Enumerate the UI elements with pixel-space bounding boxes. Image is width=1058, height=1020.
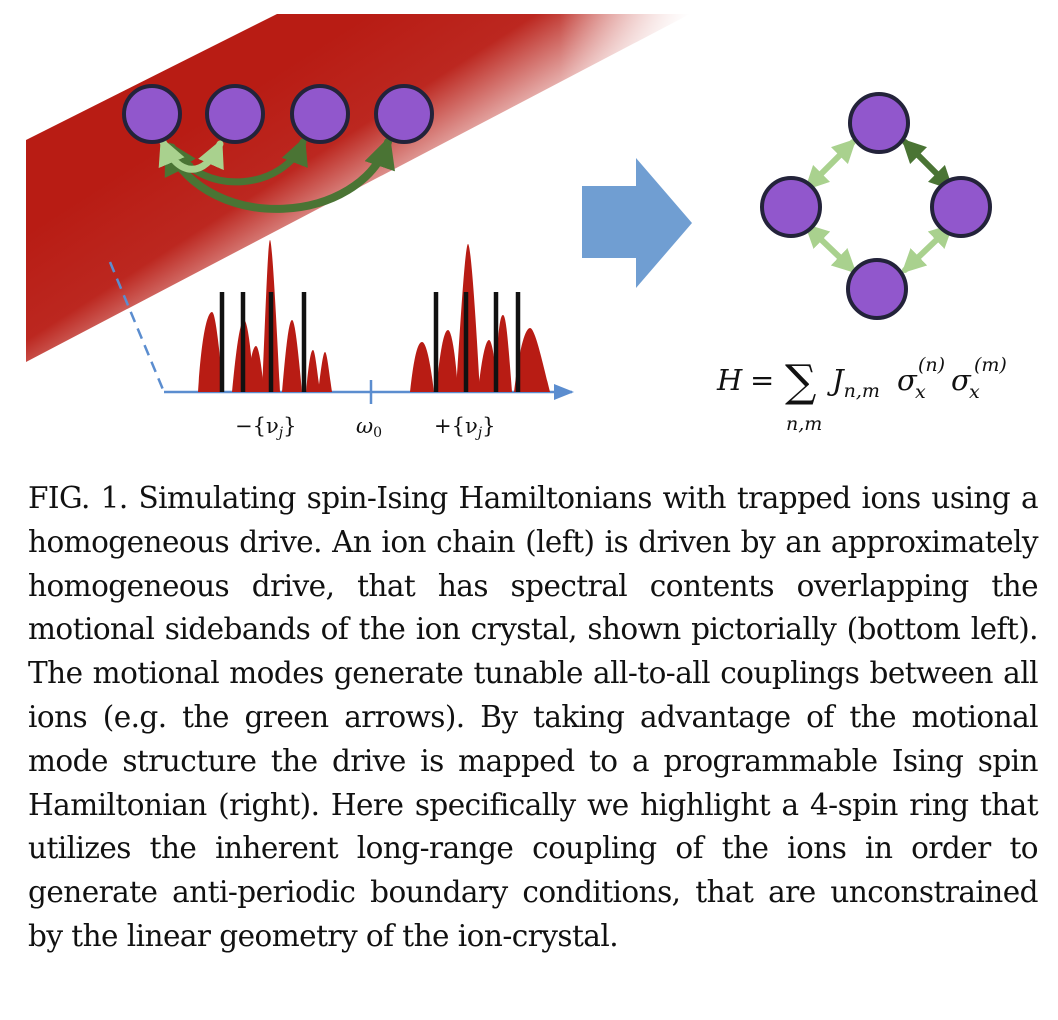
svg-text:∑: ∑ [785,356,816,407]
spin [846,258,908,320]
figure-illustration: −{νj} ω0 +{νj} H = ∑ n,m Jn,m σ x (n) σ [26,0,1007,441]
svg-text:σ: σ [951,363,972,397]
spin [760,176,822,238]
ring-coupling-bottom-left [804,223,857,274]
svg-text:x: x [969,381,980,403]
ring-coupling-top-right [901,138,954,191]
svg-text:(n): (n) [918,354,945,376]
ring-coupling-bottom-right [901,223,954,274]
minus-nu-label: −{νj} [235,414,296,441]
svg-text:n,m: n,m [786,413,822,435]
ring-coupling-top-left [804,138,857,191]
spin [848,92,910,154]
omega-label: ω0 [356,414,382,441]
sideband-peaks-left [198,240,332,392]
pointer-dashed-line [108,261,166,393]
hamiltonian-equation: H = ∑ n,m Jn,m σ x (n) σ x (m) [716,354,1007,435]
nearest-neighbor-arrow [158,136,224,173]
figure-caption: FIG. 1. Simulating spin-Ising Hamiltonia… [28,477,1039,959]
svg-text:=: = [750,363,774,397]
ion [290,84,350,144]
svg-text:H: H [716,363,743,397]
drive-tone-lines [219,292,521,392]
ion-chain [122,84,434,144]
spin-ring-couplings [804,138,954,274]
ion [205,84,265,144]
caption-text: Simulating spin-Ising Hamiltonians with … [28,481,1039,953]
svg-text:Jn,m: Jn,m [827,363,880,402]
spin-ring [760,92,992,320]
spectrum: −{νj} ω0 +{νj} [164,240,574,441]
chain-coupling-arrows [158,135,395,213]
mapping-arrow [582,158,692,288]
long-range-arrow [164,135,395,213]
caption-label: FIG. 1. [28,481,128,515]
spin [930,176,992,238]
sideband-peaks-right [410,244,550,392]
plus-nu-label: +{νj} [434,414,495,441]
svg-text:(m): (m) [974,354,1007,376]
svg-text:σ: σ [897,363,918,397]
ion [374,84,434,144]
svg-text:x: x [915,381,926,403]
ion [122,84,182,144]
